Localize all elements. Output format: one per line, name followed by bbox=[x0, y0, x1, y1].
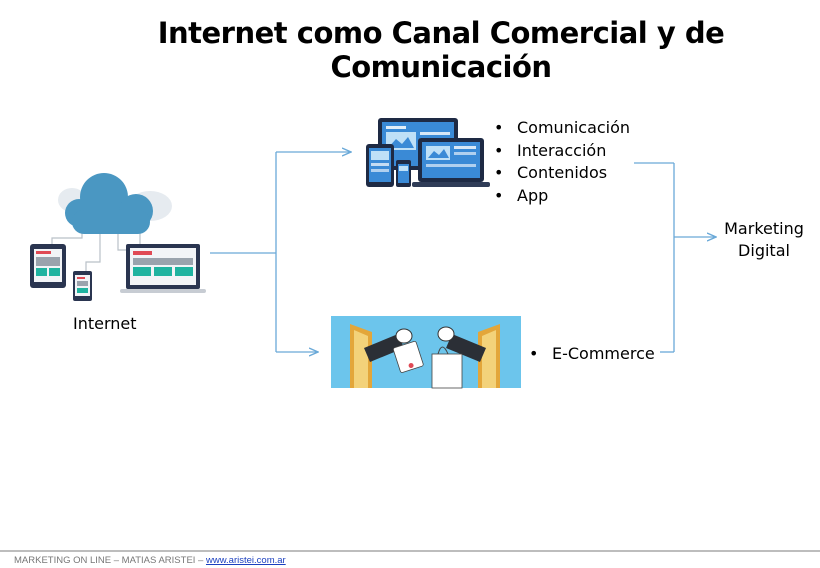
footer-divider bbox=[0, 550, 820, 552]
list-item: E-Commerce bbox=[528, 343, 655, 366]
page-title: Internet como Canal Comercial y de Comun… bbox=[157, 16, 725, 84]
footer-text: MARKETING ON LINE – MATIAS ARISTEI – bbox=[14, 555, 206, 566]
list-item: Interacción bbox=[493, 140, 630, 163]
marketing-label-line2: Digital bbox=[738, 241, 790, 260]
marketing-label-line1: Marketing bbox=[724, 219, 804, 238]
ecommerce-exchange-icon bbox=[331, 316, 521, 389]
marketing-digital-label: Marketing Digital bbox=[718, 218, 810, 262]
cloud-devices-icon bbox=[30, 173, 206, 301]
list-item: Contenidos bbox=[493, 162, 630, 185]
footer-link[interactable]: www.aristei.com.ar bbox=[205, 555, 286, 566]
connector-lines bbox=[210, 152, 716, 352]
list-item: App bbox=[493, 185, 630, 208]
bottom-branch-list: E-Commerce bbox=[528, 343, 655, 366]
footer: MARKETING ON LINE – MATIAS ARISTEI – www… bbox=[14, 555, 286, 566]
top-branch-list: Comunicación Interacción Contenidos App bbox=[493, 117, 630, 207]
list-item: Comunicación bbox=[493, 117, 630, 140]
internet-label: Internet bbox=[73, 314, 137, 333]
multi-device-icon bbox=[366, 118, 490, 187]
